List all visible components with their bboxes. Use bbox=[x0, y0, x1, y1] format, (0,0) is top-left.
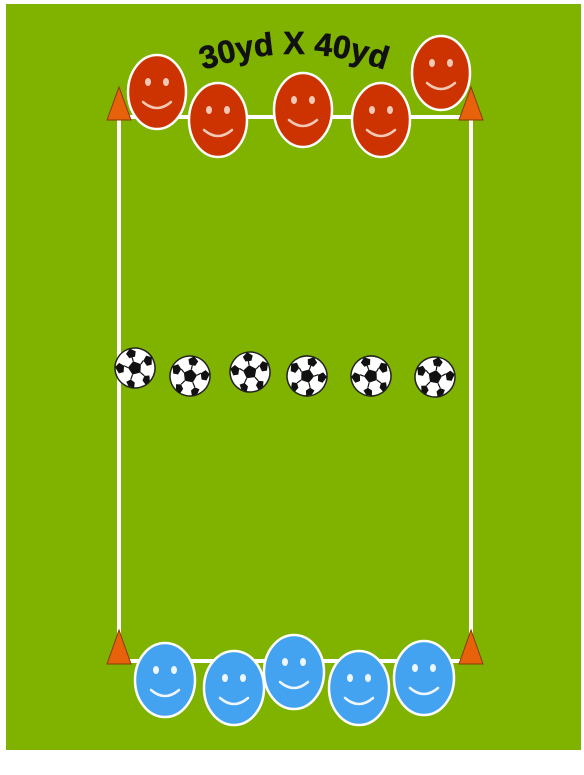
blue-player bbox=[329, 651, 389, 725]
red-player bbox=[352, 83, 410, 157]
red-player bbox=[189, 83, 247, 157]
red-player bbox=[412, 36, 470, 110]
blue-player bbox=[135, 643, 195, 717]
blue-player bbox=[264, 635, 324, 709]
blue-player bbox=[394, 641, 454, 715]
blue-player bbox=[204, 651, 264, 725]
red-player bbox=[128, 55, 186, 129]
red-player bbox=[274, 73, 332, 147]
